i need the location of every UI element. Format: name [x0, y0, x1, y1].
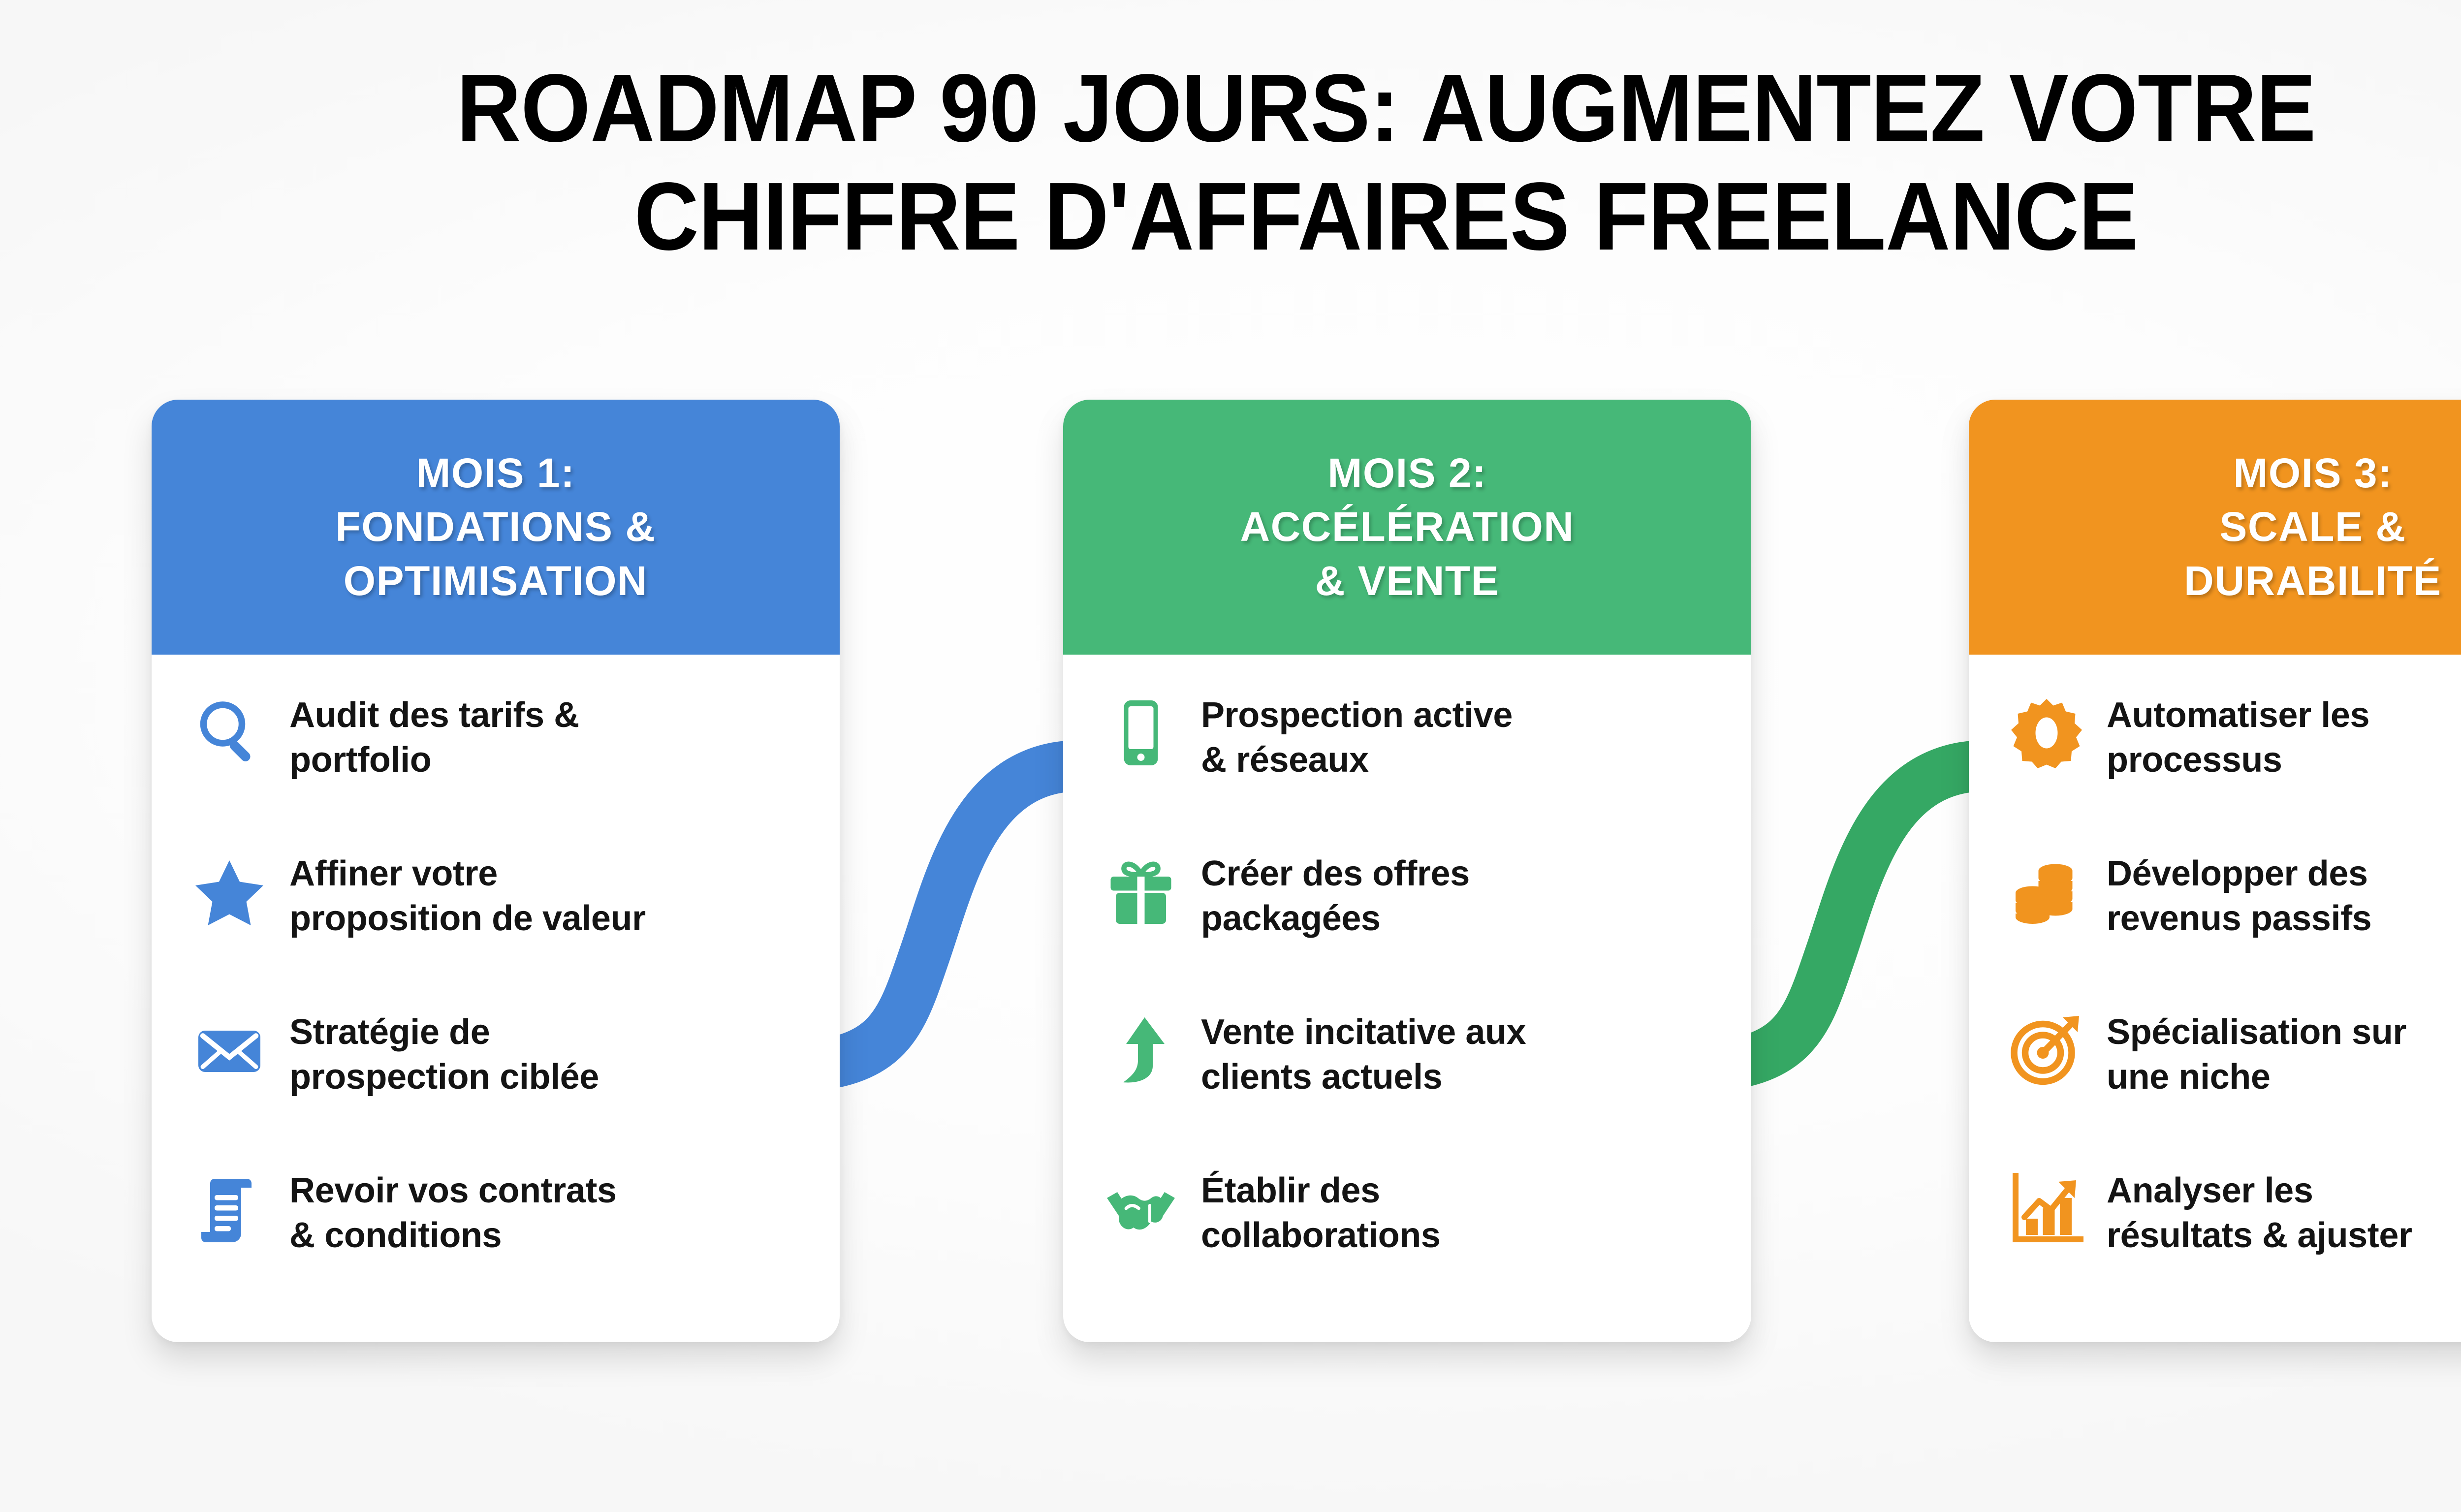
handshake-icon [1102, 1166, 1180, 1250]
list-item-text-line-1: Stratégie de [289, 1012, 490, 1052]
list-item-text-line-2: une niche [2107, 1057, 2271, 1097]
month-card-3-header-line-1: MOIS 3: [2233, 450, 2393, 497]
month-card-2-body: Prospection active & réseaux [1063, 655, 1751, 1329]
month-card-2-header: MOIS 2: ACCÉLÉRATION & VENTE [1063, 400, 1751, 655]
list-item-text-line-1: Créer des offres [1201, 854, 1470, 893]
month-card-3-header-line-2: SCALE & [2219, 504, 2406, 550]
list-item-text-line-2: prospection ciblée [289, 1057, 599, 1097]
list-item-text: Stratégie de prospection ciblée [289, 1008, 599, 1099]
list-item-text-line-2: revenus passifs [2107, 898, 2372, 938]
month-cards-row: MOIS 1: FONDATIONS & OPTIMISATION Audit … [0, 400, 2461, 1345]
envelope-icon [190, 1008, 269, 1092]
list-item-text-line-1: Établir des [1201, 1171, 1380, 1210]
target-bullseye-icon [2007, 1008, 2086, 1092]
list-item-text-line-2: portfolio [289, 740, 432, 780]
list-item-text: Analyser les résultats & ajuster [2107, 1166, 2412, 1258]
document-scroll-icon [190, 1166, 269, 1250]
list-item-text: Audit des tarifs & portfolio [289, 691, 579, 782]
month-card-1-header-line-2: FONDATIONS & [335, 504, 656, 550]
gift-box-icon [1102, 850, 1180, 933]
month-card-3-header-line-3: DURABILITÉ [2184, 557, 2442, 604]
up-arrow-icon [1102, 1008, 1180, 1092]
list-item[interactable]: Automatiser les processus [2007, 680, 2461, 839]
month-card-2-header-line-1: MOIS 2: [1327, 450, 1487, 497]
list-item[interactable]: Vente incitative aux clients actuels [1102, 997, 1713, 1156]
magnifier-icon [190, 691, 269, 775]
month-card-1[interactable]: MOIS 1: FONDATIONS & OPTIMISATION Audit … [152, 400, 840, 1342]
list-item-text-line-1: Affiner votre [289, 854, 498, 893]
month-card-3-body: Automatiser les processus [1969, 655, 2461, 1329]
list-item-text-line-1: Analyser les [2107, 1171, 2313, 1210]
list-item-text: Établir des collaborations [1201, 1166, 1441, 1258]
month-card-2[interactable]: MOIS 2: ACCÉLÉRATION & VENTE Prospection… [1063, 400, 1751, 1342]
list-item-text: Développer des revenus passifs [2107, 850, 2372, 941]
list-item[interactable]: Développer des revenus passifs [2007, 839, 2461, 997]
list-item-text: Affiner votre proposition de valeur [289, 850, 646, 941]
list-item-text-line-2: & conditions [289, 1215, 502, 1255]
list-item[interactable]: Revoir vos contrats & conditions [190, 1156, 801, 1314]
list-item-text: Automatiser les processus [2107, 691, 2370, 782]
month-card-1-body: Audit des tarifs & portfolio Affiner vot… [152, 655, 840, 1329]
list-item[interactable]: Prospection active & réseaux [1102, 680, 1713, 839]
month-card-3[interactable]: MOIS 3: SCALE & DURABILITÉ Automatiser l… [1969, 400, 2461, 1342]
list-item-text-line-2: collaborations [1201, 1215, 1441, 1255]
list-item-text: Créer des offres packagées [1201, 850, 1470, 941]
list-item-text-line-1: Vente incitative aux [1201, 1012, 1526, 1052]
list-item[interactable]: Établir des collaborations [1102, 1156, 1713, 1314]
gear-icon [2007, 691, 2086, 775]
month-card-2-header-line-2: ACCÉLÉRATION [1240, 504, 1575, 550]
list-item-text: Prospection active & réseaux [1201, 691, 1513, 782]
month-card-2-header-line-3: & VENTE [1315, 557, 1500, 604]
list-item-text-line-1: Revoir vos contrats [289, 1171, 617, 1210]
growth-bar-chart-icon [2007, 1166, 2086, 1250]
list-item[interactable]: Analyser les résultats & ajuster [2007, 1156, 2461, 1314]
list-item-text-line-2: proposition de valeur [289, 898, 646, 938]
list-item[interactable]: Audit des tarifs & portfolio [190, 680, 801, 839]
list-item-text: Vente incitative aux clients actuels [1201, 1008, 1526, 1099]
star-icon [190, 850, 269, 933]
list-item-text-line-1: Développer des [2107, 854, 2368, 893]
month-card-1-header: MOIS 1: FONDATIONS & OPTIMISATION [152, 400, 840, 655]
list-item[interactable]: Affiner votre proposition de valeur [190, 839, 801, 997]
page-title-line-1: ROADMAP 90 JOURS: AUGMENTEZ VOTRE [456, 54, 2316, 162]
month-card-1-header-line-1: MOIS 1: [416, 450, 575, 497]
page-title-line-2: CHIFFRE D'AFFAIRES FREELANCE [634, 162, 2138, 270]
list-item-text-line-2: clients actuels [1201, 1057, 1443, 1097]
list-item-text-line-2: & réseaux [1201, 740, 1369, 780]
list-item-text-line-1: Audit des tarifs & [289, 695, 579, 735]
list-item-text-line-1: Automatiser les [2107, 695, 2370, 735]
month-card-3-header: MOIS 3: SCALE & DURABILITÉ [1969, 400, 2461, 655]
list-item-text: Revoir vos contrats & conditions [289, 1166, 617, 1258]
coin-stacks-icon [2007, 850, 2086, 933]
list-item-text-line-2: packagées [1201, 898, 1381, 938]
list-item[interactable]: Spécialisation sur une niche [2007, 997, 2461, 1156]
page-title: ROADMAP 90 JOURS: AUGMENTEZ VOTRE CHIFFR… [0, 54, 2461, 270]
list-item[interactable]: Créer des offres packagées [1102, 839, 1713, 997]
list-item-text-line-1: Spécialisation sur [2107, 1012, 2407, 1052]
list-item-text: Spécialisation sur une niche [2107, 1008, 2406, 1099]
month-card-1-header-line-3: OPTIMISATION [343, 557, 648, 604]
list-item-text-line-1: Prospection active [1201, 695, 1513, 735]
list-item-text-line-2: résultats & ajuster [2107, 1215, 2412, 1255]
mobile-phone-icon [1102, 691, 1180, 775]
list-item-text-line-2: processus [2107, 740, 2282, 780]
list-item[interactable]: Stratégie de prospection ciblée [190, 997, 801, 1156]
